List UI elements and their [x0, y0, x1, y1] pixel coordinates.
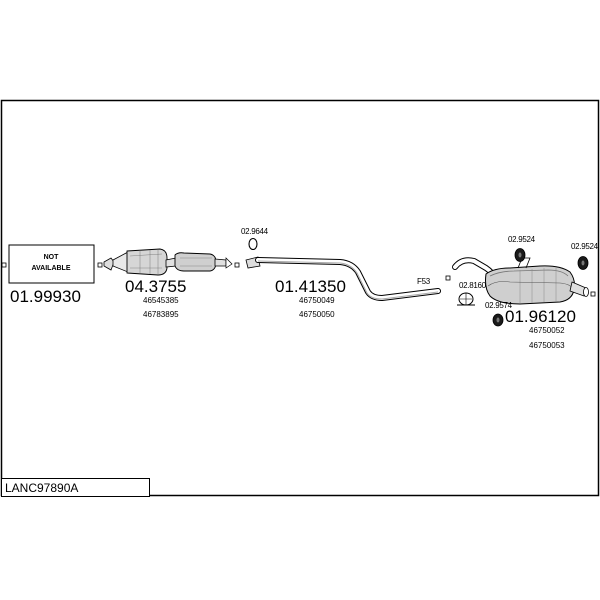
not-available-part-number: 01.99930: [10, 287, 81, 306]
rear-silencer-flat: [487, 281, 573, 289]
rear-silencer-hanger: [517, 257, 531, 269]
rear-silencer-top: [489, 269, 569, 277]
clamp-label[interactable]: F53: [417, 277, 431, 286]
cat-part-number: 04.3755: [125, 277, 186, 296]
rubber-mount-c-part[interactable]: 02.9574: [485, 301, 513, 327]
catalytic-converter-part[interactable]: 04.3755 46545385 46783895: [103, 248, 233, 319]
rear-silencer-oem-1: 46750052: [529, 326, 565, 335]
rear-silencer-part-number: 01.96120: [505, 307, 576, 326]
rubber-mount-c-part-number: 02.9574: [485, 301, 513, 310]
cat-outlet-pipe: [214, 258, 227, 267]
rubber-mount-c-hole: [496, 317, 500, 323]
cat-link-pipe: [165, 257, 177, 268]
rubber-mount-b-hole: [581, 260, 585, 266]
reference-label: LANC97890A: [5, 481, 78, 495]
gasket-front-part[interactable]: 02.9644: [241, 227, 269, 251]
middle-pipe-tube-shade: [257, 260, 439, 300]
cat-body: [126, 248, 168, 276]
reference-box: [1, 478, 150, 497]
gasket-front-part-number: 02.9644: [241, 227, 269, 236]
cat-body-lines: [139, 250, 159, 274]
middle-pipe-oem-2: 46750050: [299, 310, 335, 319]
rear-tail-pipe: [569, 281, 587, 297]
gasket-front-ring: [248, 237, 258, 251]
rear-silencer-part[interactable]: 01.96120 46750052 46750053: [452, 257, 589, 350]
rear-connector: [590, 291, 596, 297]
not-available-box: [8, 244, 95, 284]
cat-inlet-flange: [103, 257, 115, 271]
middle-pipe-part[interactable]: 01.41350 46750049 46750050: [245, 256, 441, 319]
diagram-frame: [0, 99, 600, 497]
not-available-part[interactable]: NOT AVAILABLE 01.99930: [8, 244, 95, 306]
not-available-line2: AVAILABLE: [31, 265, 70, 272]
clamp-ring-part[interactable]: 02.8160: [457, 281, 487, 306]
left-edge-marker: [1, 262, 7, 268]
rear-silencer-ribs: [519, 268, 557, 303]
cat-oem-2: 46783895: [143, 310, 179, 319]
cat-outlet-end: [225, 257, 233, 269]
rubber-mount-a-part-number: 02.9524: [508, 235, 536, 244]
cat-oem-1: 46545385: [143, 296, 179, 305]
middle-pipe-part-number: 01.41350: [275, 277, 346, 296]
rubber-mount-a-hole: [518, 252, 522, 258]
cat-inlet-cone: [112, 251, 129, 273]
middle-pipe-connector: [445, 275, 451, 281]
middle-pipe-oem-1: 46750049: [299, 296, 335, 305]
middle-pipe-tube-inner: [256, 258, 440, 300]
rubber-mount-b-part-number: 02.9524: [571, 242, 599, 251]
rear-tail-pipe-end: [583, 287, 589, 297]
clamp-ring-part-number: 02.8160: [459, 281, 487, 290]
front-muffler-shade: [180, 257, 212, 267]
rear-silencer-oem-2: 46750053: [529, 341, 565, 350]
front-muffler: [174, 252, 217, 272]
rubber-mount-b-part[interactable]: 02.9524: [571, 242, 599, 270]
rubber-mount-a-part[interactable]: 02.9524: [508, 235, 536, 262]
not-available-connector: [97, 262, 103, 268]
cat-body-shade: [129, 253, 163, 269]
clamp-ring-bolt: [460, 293, 472, 305]
not-available-line1: NOT: [44, 254, 60, 261]
cat-connector: [234, 262, 240, 268]
